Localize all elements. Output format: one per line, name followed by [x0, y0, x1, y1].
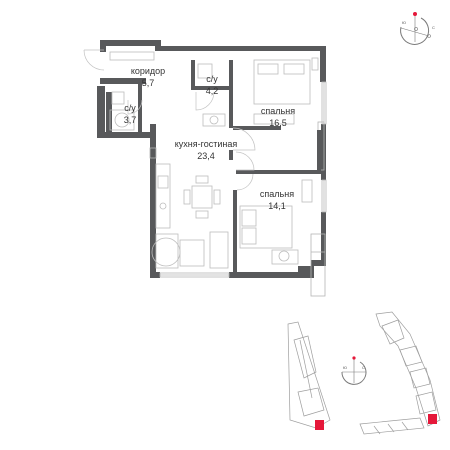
site-building-left	[287, 321, 331, 429]
room-area-corridor: 5,7	[142, 78, 155, 88]
room-area-bedroom2: 14,1	[268, 201, 286, 211]
mini-compass-east-label: С	[362, 365, 365, 370]
compass-marker-icon	[413, 12, 417, 16]
compass-east-label: С	[432, 25, 435, 30]
windows	[149, 81, 327, 297]
room-name-bedroom1: спальня	[261, 106, 295, 116]
room-area-living: 23,4	[197, 151, 215, 161]
room-area-bath1: 4,2	[206, 86, 219, 96]
mini-compass-north-label: Ю	[343, 365, 347, 370]
room-area-bedroom1: 16,5	[269, 118, 287, 128]
site-marker-right	[428, 414, 437, 424]
room-name-bedroom2: спальня	[260, 189, 294, 199]
site-building-right	[359, 311, 441, 435]
exterior-walls	[97, 40, 326, 278]
furniture	[109, 51, 319, 269]
mini-compass-marker-icon	[352, 356, 356, 360]
site-marker-left	[315, 420, 324, 430]
room-name-living: кухня-гостиная	[175, 139, 238, 149]
room-name-bath1: с/у	[206, 74, 218, 84]
compass: Ю С	[400, 12, 435, 45]
floor-plan: коридор 5,7 с/у 4,2 с/у 3,7 спальня 16,5…	[83, 40, 327, 297]
room-labels: коридор 5,7 с/у 4,2 с/у 3,7 спальня 16,5…	[124, 66, 295, 211]
interior-walls	[106, 60, 321, 272]
room-area-bath2: 3,7	[124, 115, 137, 125]
compass-north-label: Ю	[402, 20, 406, 25]
room-name-corridor: коридор	[131, 66, 165, 76]
site-map: Ю С	[287, 311, 441, 435]
mini-compass: Ю С	[341, 356, 367, 385]
doors	[83, 49, 256, 191]
room-name-bath2: с/у	[124, 103, 136, 113]
